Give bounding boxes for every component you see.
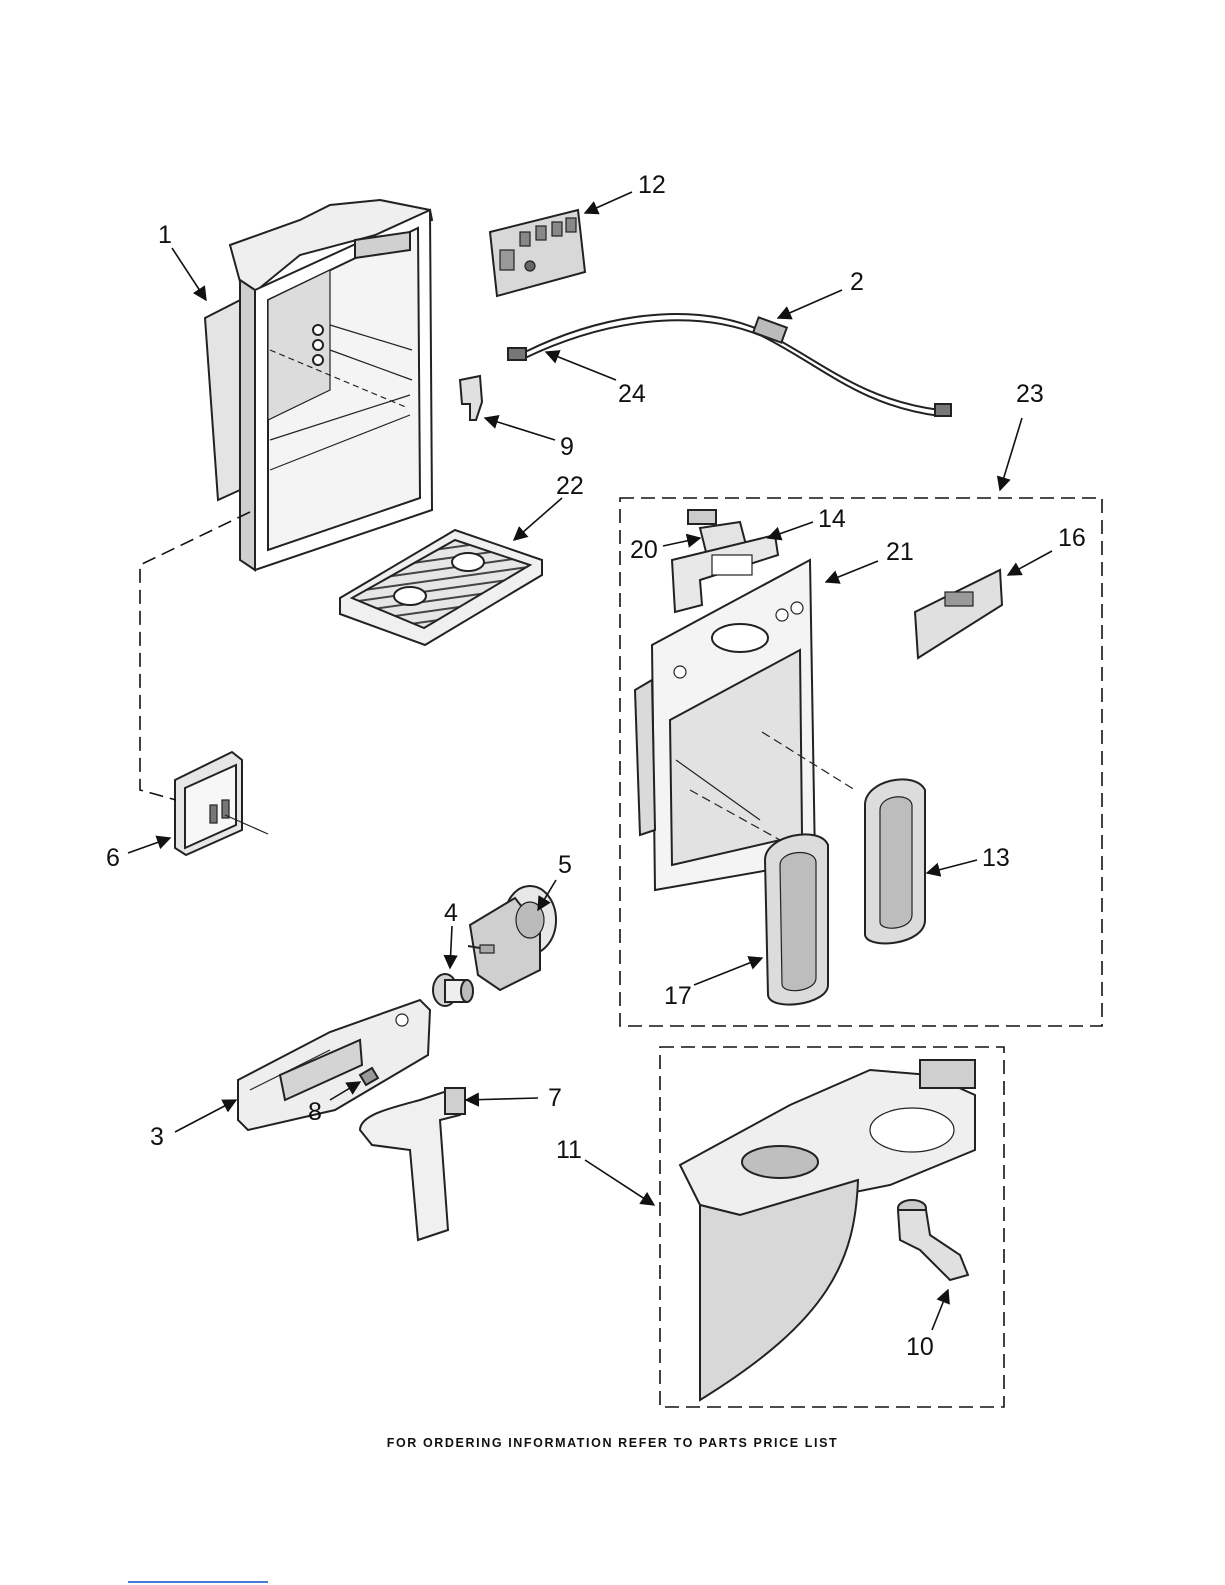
callout-9: 9 (560, 433, 574, 461)
callout-14: 14 (818, 505, 846, 533)
part-17-ice-paddle-pad (765, 834, 828, 1004)
callout-10: 10 (906, 1333, 934, 1361)
leader-13 (927, 860, 977, 873)
callout-4: 4 (444, 899, 458, 927)
leader-22 (514, 498, 562, 540)
leader-24 (546, 352, 616, 380)
part-16-display-board (915, 570, 1002, 658)
part-4-cam (433, 974, 473, 1006)
leader-1 (172, 248, 206, 300)
leader-7 (466, 1098, 538, 1100)
callout-20: 20 (630, 536, 658, 564)
part-7-paddle-lever (360, 1088, 465, 1240)
horizontal-scrollbar[interactable] (128, 1581, 268, 1583)
callout-22: 22 (556, 472, 584, 500)
ordering-info-note: FOR ORDERING INFORMATION REFER TO PARTS … (0, 1436, 1225, 1450)
leader-23 (1000, 418, 1022, 490)
leader-9 (485, 418, 555, 440)
part-13-water-paddle-pad (865, 779, 925, 943)
callout-16: 16 (1058, 524, 1086, 552)
part-2-wire-harness (508, 314, 951, 416)
leader-17 (694, 958, 762, 985)
callout-24: 24 (618, 380, 646, 408)
callout-8: 8 (308, 1098, 322, 1126)
part-1-dispenser-housing (205, 200, 432, 570)
part-12-control-board (490, 210, 585, 296)
callout-5: 5 (558, 851, 572, 879)
callout-3: 3 (150, 1123, 164, 1151)
leader-4 (450, 926, 452, 968)
callout-11: 11 (556, 1136, 582, 1164)
part-6-chute-door (175, 752, 268, 855)
leader-12 (585, 192, 632, 213)
callout-13: 13 (982, 844, 1010, 872)
part-9-bracket (460, 376, 482, 420)
leader-10 (932, 1290, 948, 1330)
callout-17: 17 (664, 982, 692, 1010)
part-10-water-fitting (898, 1200, 968, 1280)
callout-7: 7 (548, 1084, 562, 1112)
callout-2: 2 (850, 268, 864, 296)
callout-23: 23 (1016, 380, 1044, 408)
leader-11 (585, 1160, 654, 1205)
callout-1: 1 (158, 221, 172, 249)
leader-20 (663, 538, 700, 546)
callout-6: 6 (106, 844, 120, 872)
leader-2 (778, 290, 842, 318)
callout-12: 12 (638, 171, 666, 199)
callout-21: 21 (886, 538, 914, 566)
leader-3 (175, 1100, 236, 1132)
leader-21 (826, 561, 878, 582)
part-22-drip-tray (340, 530, 542, 645)
leader-14 (768, 522, 813, 538)
leader-6 (128, 838, 170, 853)
leader-16 (1008, 551, 1052, 575)
